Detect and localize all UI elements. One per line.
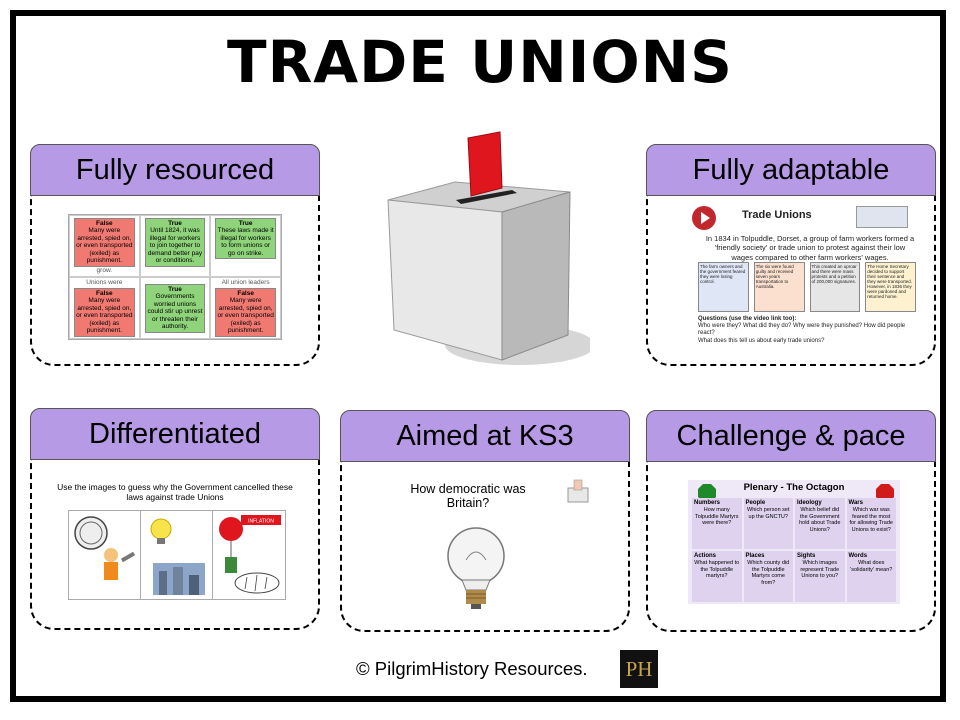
story-box: The Home Secretary decided to support th… bbox=[865, 262, 916, 312]
card-heading: Challenge & pace bbox=[646, 410, 936, 462]
card-heading: Fully adaptable bbox=[646, 144, 936, 196]
pilgrimhistory-logo: PH bbox=[620, 650, 658, 688]
story-box: The farm owners and the government feare… bbox=[698, 262, 749, 312]
play-icon bbox=[692, 206, 716, 230]
story-box: This created an uproar and there were ma… bbox=[809, 262, 861, 312]
inflation-label: INFLATION bbox=[248, 519, 274, 525]
card-heading: Aimed at KS3 bbox=[340, 410, 630, 462]
ballot-paper bbox=[467, 131, 503, 197]
page-title: TRADE UNIONS bbox=[227, 28, 733, 96]
red-octagon-icon bbox=[876, 484, 894, 502]
activity-instruction: Use the images to guess why the Governme… bbox=[57, 482, 293, 503]
lightbulb-icon bbox=[447, 527, 505, 609]
worksheet-title: Trade Unions bbox=[742, 209, 812, 221]
ballot-box-left bbox=[387, 199, 503, 361]
worksheet-preview: Trade Unions In 1834 in Tolpuddle, Dorse… bbox=[692, 206, 916, 344]
card-heading: Differentiated bbox=[30, 408, 320, 460]
balloon-icon bbox=[219, 517, 243, 541]
picture-thumbnail bbox=[856, 206, 908, 228]
card-differentiated: Differentiated Use the images to guess w… bbox=[30, 408, 320, 630]
card-challenge-and-pace: Challenge & pace Plenary - The Octagon N… bbox=[646, 410, 936, 632]
lesson-question: How democratic was Britain? bbox=[410, 482, 526, 511]
copyright-footer: © PilgrimHistory Resources. bbox=[356, 658, 588, 679]
story-boxes: The farm owners and the government feare… bbox=[698, 262, 916, 312]
plenary-title: Plenary - The Octagon bbox=[743, 482, 845, 493]
clue-image-idea bbox=[141, 511, 213, 599]
card-fully-adaptable: Fully adaptable Trade Unions In 1834 in … bbox=[646, 144, 936, 366]
clue-images: INFLATION bbox=[68, 510, 286, 600]
card-heading: Fully resourced bbox=[30, 144, 320, 196]
story-box: The six were found guilty and received s… bbox=[753, 262, 805, 312]
card-body: Use the images to guess why the Governme… bbox=[30, 458, 320, 630]
clue-image-inflation: INFLATION bbox=[213, 511, 285, 599]
lightbulb-icon bbox=[150, 518, 172, 540]
card-aimed-at-ks3: Aimed at KS3 How democratic was Britain? bbox=[340, 410, 630, 632]
ballot-box-right bbox=[501, 191, 571, 361]
bread-icon bbox=[234, 572, 280, 594]
ballot-mini-icon bbox=[567, 479, 589, 503]
clue-image-coins bbox=[69, 511, 141, 599]
ballot-box-image bbox=[387, 131, 590, 365]
card-body: How democratic was Britain? bbox=[340, 460, 630, 632]
worker-head-icon bbox=[104, 548, 118, 562]
green-octagon-icon bbox=[698, 484, 716, 502]
card-body: Trade Unions In 1834 in Tolpuddle, Dorse… bbox=[646, 194, 936, 366]
worksheet-intro: In 1834 in Tolpuddle, Dorset, a group of… bbox=[705, 234, 915, 262]
worksheet-questions: Questions (use the video link too): Who … bbox=[698, 316, 906, 344]
ballot-slot bbox=[456, 190, 517, 204]
banknote-icon bbox=[225, 557, 237, 573]
